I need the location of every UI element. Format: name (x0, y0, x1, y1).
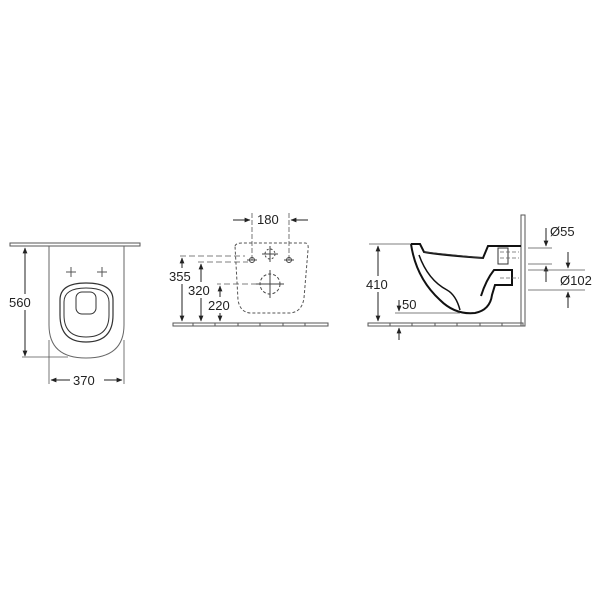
floor-line (172, 322, 329, 327)
dim-diameter-55: Ø55 (550, 224, 575, 239)
side-view: 410 50 Ø55 Ø102 (364, 214, 592, 340)
bolt-hole-icon (247, 246, 294, 298)
dim-bolt-spacing-180: 180 (257, 212, 279, 227)
front-view: 560 370 (8, 242, 141, 388)
wall (520, 214, 526, 327)
mounting-cross-icon (66, 267, 107, 277)
wall-plate (9, 242, 141, 247)
dim-diameter-102: Ø102 (560, 273, 592, 288)
dim-height-560: 560 (9, 295, 31, 310)
bowl-outline (48, 246, 125, 359)
bowl-profile (410, 243, 521, 315)
dim-height-220: 220 (208, 298, 230, 313)
bowl-opening (75, 291, 97, 315)
rear-view: 180 355 320 220 (168, 212, 329, 327)
dim-height-355: 355 (169, 269, 191, 284)
dim-width-370: 370 (73, 373, 95, 388)
seat-inner-outline (63, 287, 110, 338)
dim-height-410: 410 (366, 277, 388, 292)
seat-outline (59, 282, 114, 343)
floor-line (367, 322, 524, 327)
bowl-inner-profile (418, 254, 461, 311)
dim-clearance-50: 50 (402, 297, 416, 312)
dim-height-320: 320 (188, 283, 210, 298)
dashed-bowl-outline (234, 242, 309, 314)
